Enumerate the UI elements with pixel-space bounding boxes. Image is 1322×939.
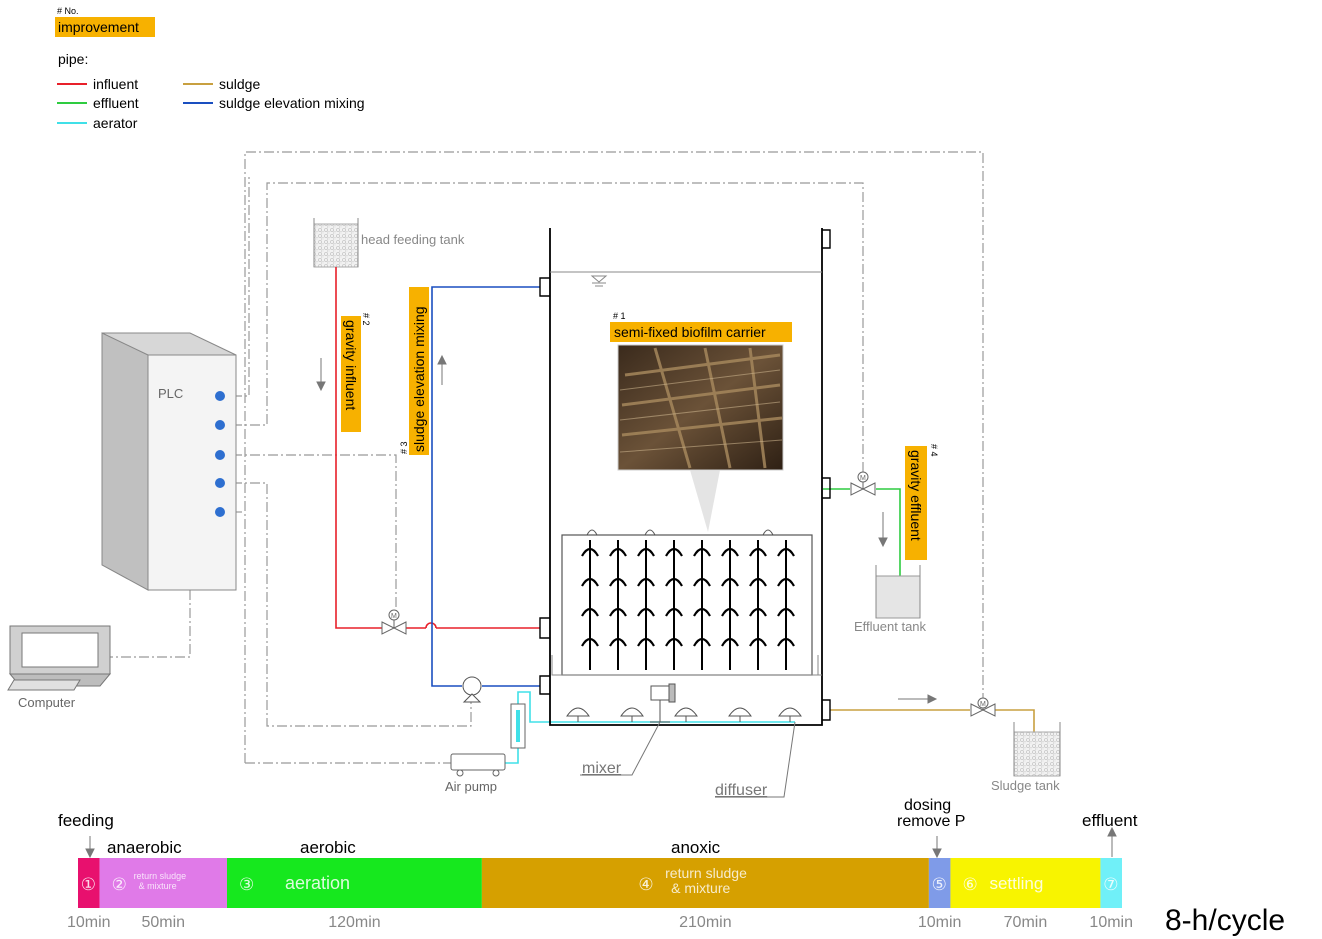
timeline-segment: ④return sludge& mixture210min: [482, 858, 929, 931]
computer-label: Computer: [18, 695, 76, 710]
improvement-2-number: # 2: [361, 313, 371, 326]
timeline-segment-bar: [227, 858, 482, 908]
valve-motor-label: M: [391, 613, 397, 620]
legend-item: effluent: [57, 95, 139, 111]
improvement-1-number: # 1: [613, 311, 626, 321]
legend: # No. improvement pipe: influent effluent…: [55, 6, 365, 131]
flow-arrow-icon: [86, 356, 1116, 857]
improvement-1-callout: # 1 semi-fixed biofilm carrier: [610, 311, 792, 532]
diffuser-head-icon: [675, 708, 697, 716]
plc-cabinet: PLC: [102, 333, 236, 590]
flowmeter-icon: [511, 704, 525, 748]
timeline-duration: 10min: [918, 914, 962, 931]
aerator-pipe: [505, 692, 795, 763]
sludge-tank-label: Sludge tank: [991, 778, 1060, 793]
biofilm-carrier-frame: [552, 530, 822, 675]
improvement-2-callout: # 2 gravity influent: [341, 313, 371, 432]
diffuser-head-icon: [621, 708, 643, 716]
sludge-tank: [1014, 722, 1060, 776]
valve-motor-label: M: [860, 475, 866, 482]
improvement-4-label: gravity effluent: [908, 450, 924, 541]
valve-icon: M: [382, 610, 406, 634]
timeline-segment-number: ④: [638, 875, 653, 894]
water-level-icon: [550, 272, 822, 286]
carrier-hook: [645, 530, 655, 535]
improvement-4-number: # 4: [929, 444, 939, 457]
biofilm-carrier-photo: [618, 345, 783, 470]
legend-item: suldge elevation mixing: [183, 95, 365, 111]
mixer-icon: [650, 684, 675, 722]
pump-icon: [463, 677, 481, 702]
phase-label-dosing: dosing: [904, 797, 951, 814]
timeline-duration: 10min: [67, 914, 111, 931]
cycle-length: 8-h/cycle: [1165, 904, 1285, 937]
improvement-1-label: semi-fixed biofilm carrier: [614, 324, 766, 340]
effluent-tank-label: Effluent tank: [854, 619, 927, 634]
legend-item-label: influent: [93, 76, 138, 92]
control-lines: [110, 152, 983, 763]
mixer-label: mixer: [582, 760, 622, 777]
air-pump-label: Air pump: [445, 779, 497, 794]
timeline-segment-number: ⑤: [932, 875, 947, 894]
timeline-segment-text: aeration: [285, 873, 350, 893]
head-feeding-tank-label: head feeding tank: [361, 232, 465, 247]
timeline-duration: 210min: [679, 914, 731, 931]
timeline-segment-number: ⑥: [962, 875, 977, 894]
effluent-pipe: [823, 489, 900, 576]
valve-motor-label: M: [980, 701, 986, 708]
legend-item-label: suldge: [219, 76, 260, 92]
legend-item-label: effluent: [93, 95, 139, 111]
carrier-hook: [587, 530, 597, 535]
phase-label-effluent: effluent: [1082, 811, 1138, 830]
sludge-pipe: [830, 710, 1034, 732]
computer-icon: [8, 626, 110, 690]
phase-label-anoxic: anoxic: [671, 838, 721, 857]
timeline-duration: 10min: [1089, 914, 1133, 931]
carrier-hook: [763, 530, 773, 535]
effluent-tank: [876, 565, 920, 618]
legend-item: suldge: [183, 76, 260, 92]
improvement-4-callout: # 4 gravity effluent: [905, 444, 939, 560]
legend-item-label: suldge elevation mixing: [219, 95, 365, 111]
improvement-3-callout: # 3 sludge elevation mixing: [399, 287, 429, 455]
phase-label-aerobic: aerobic: [300, 838, 356, 857]
diffuser-label: diffuser: [715, 782, 768, 799]
improvement-3-number: # 3: [399, 441, 409, 454]
legend-item: influent: [57, 76, 138, 92]
improvement-2-label: gravity influent: [343, 320, 359, 410]
timeline-duration: 70min: [1004, 914, 1048, 931]
legend-no-label: # No.: [57, 6, 79, 16]
diffuser-head-icon: [729, 708, 751, 716]
legend-improvement-label: improvement: [58, 19, 139, 35]
improvement-3-label: sludge elevation mixing: [411, 306, 427, 452]
cycle-timeline: feeding anaerobic aerobic anoxic dosing …: [58, 797, 1285, 937]
phase-label-feeding: feeding: [58, 811, 114, 830]
sludge-mixing-pipe: [432, 287, 540, 686]
legend-item: aerator: [57, 115, 138, 131]
timeline-segment: ⑥ settling 70min: [950, 858, 1100, 931]
legend-item-label: aerator: [93, 115, 138, 131]
timeline-segment-number: ⑦: [1103, 875, 1118, 894]
timeline-segment: ③ aeration 120min: [227, 858, 482, 931]
timeline-duration: 50min: [141, 914, 185, 931]
air-pump-icon: [451, 754, 505, 776]
legend-pipe-title: pipe:: [58, 51, 88, 67]
diffuser-row: [567, 708, 801, 722]
timeline-duration: 120min: [328, 914, 380, 931]
timeline-segment-number: ①: [81, 875, 96, 894]
timeline-segment-number: ②: [112, 875, 127, 894]
phase-label-remove-p: remove P: [897, 813, 965, 830]
diffuser-head-icon: [779, 708, 801, 716]
valve-icon: M: [851, 472, 875, 495]
diffuser-head-icon: [567, 708, 589, 716]
plc-label: PLC: [158, 386, 183, 401]
head-feeding-tank: head feeding tank: [314, 218, 465, 267]
timeline-segment-number: ③: [239, 875, 254, 894]
phase-label-anaerobic: anaerobic: [107, 838, 182, 857]
timeline-segment-text: settling: [989, 874, 1043, 893]
valve-icon: M: [971, 698, 995, 716]
